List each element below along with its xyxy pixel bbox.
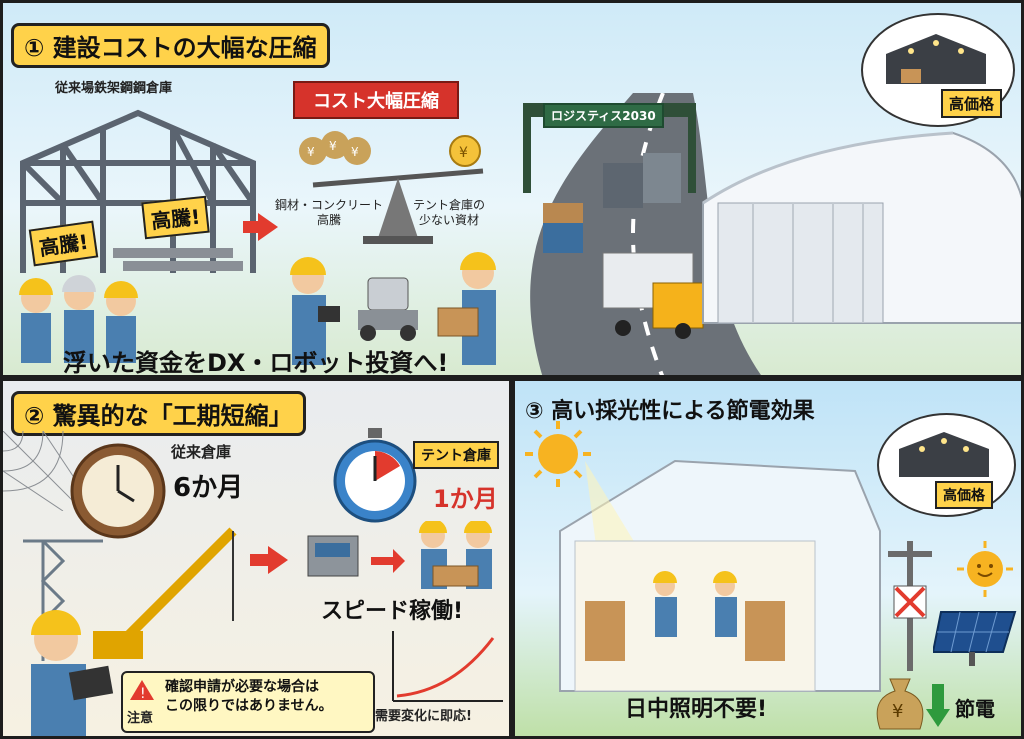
arrow-shaft-2 <box>250 554 270 566</box>
panel2-title: ② 驚異的な「工期短縮」 <box>11 391 306 436</box>
conventional-label: 従来倉庫 <box>171 443 232 461</box>
money-bag-down-icon: ¥ <box>876 678 950 730</box>
balance-scale-icon: ¥ ¥ ¥ ¥ <box>299 131 484 244</box>
arrow-right-icon <box>258 213 278 241</box>
sun-icon <box>525 421 591 487</box>
speed-text: スピード稼働! <box>321 599 464 624</box>
panel-cost-reduction: ① 建設コストの大幅な圧縮 従来場鉄架鋼鋼倉庫 高騰! 高騰! <box>0 0 1024 378</box>
growth-graph-icon <box>392 631 503 702</box>
high-price-tag-2: 高価格 <box>935 481 993 509</box>
caution-label: 注意 <box>127 711 154 726</box>
tent-warehouse-icon <box>702 131 1021 324</box>
svg-text:¥: ¥ <box>351 145 359 159</box>
worker-tablet-icon <box>31 610 114 736</box>
cost-banner: コスト大幅圧縮 <box>293 81 459 119</box>
saving-text: 節電 <box>955 697 995 721</box>
panel-construction-time: ② 驚異的な「工期短縮」 従来倉庫 6か月 <box>0 378 512 739</box>
gate-sign: ロジスティス2030 <box>543 103 664 128</box>
dark-warehouse-icon-2 <box>899 432 989 477</box>
tent-time: 1か月 <box>433 485 498 513</box>
scale-right-label: テント倉庫の 少ない資材 <box>413 198 486 227</box>
high-price-tag: 高価格 <box>941 89 1003 118</box>
svg-text:¥: ¥ <box>329 139 337 153</box>
dark-warehouse-icon <box>886 34 986 84</box>
svg-text:¥: ¥ <box>307 145 315 159</box>
crane-icon <box>23 527 237 661</box>
svg-text:!: ! <box>140 686 146 701</box>
arrow-shaft <box>243 221 259 233</box>
machine-workers-icon <box>307 521 492 589</box>
svg-text:¥: ¥ <box>459 145 468 161</box>
price-tag-2: 高騰! <box>141 195 210 240</box>
panel1-title: ① 建設コストの大幅な圧縮 <box>11 23 330 68</box>
stopwatch-icon <box>333 428 417 523</box>
workers-robot-icon <box>290 252 496 365</box>
steel-frame-icon <box>20 109 256 273</box>
worried-workers-icon <box>19 275 138 363</box>
conventional-time: 6か月 <box>173 473 244 503</box>
warning-icon: ! <box>130 680 154 701</box>
panel-daylighting: ③ 高い採光性による節電効果 <box>512 378 1024 739</box>
crossed-lamp-icon <box>888 541 932 671</box>
panel3-title: ③ 高い採光性による節電効果 <box>525 399 815 424</box>
demand-text: 需要変化に即応! <box>375 709 472 724</box>
solar-panel-icon <box>933 611 1017 666</box>
daytime-text: 日中照明不要! <box>625 697 768 722</box>
translucent-tent-icon <box>559 459 881 692</box>
svg-text:¥: ¥ <box>892 701 903 722</box>
panel1-footer: 浮いた資金をDX・ロボット投資へ! <box>63 349 449 377</box>
caution-text: 確認申請が必要な場合は この限りではありません。 <box>165 679 333 714</box>
tent-label: テント倉庫 <box>413 441 499 469</box>
old-warehouse-label: 従来場鉄架鋼鋼倉庫 <box>55 81 173 96</box>
arrow-right-icon-2 <box>268 546 288 574</box>
caution-note: ! 注意 確認申請が必要な場合は この限りではありません。 <box>121 671 375 733</box>
smiling-sun-icon <box>957 541 1013 597</box>
scale-left-label: 鋼材・コンクリート 高騰 <box>275 198 384 227</box>
old-clock-icon <box>70 443 166 539</box>
